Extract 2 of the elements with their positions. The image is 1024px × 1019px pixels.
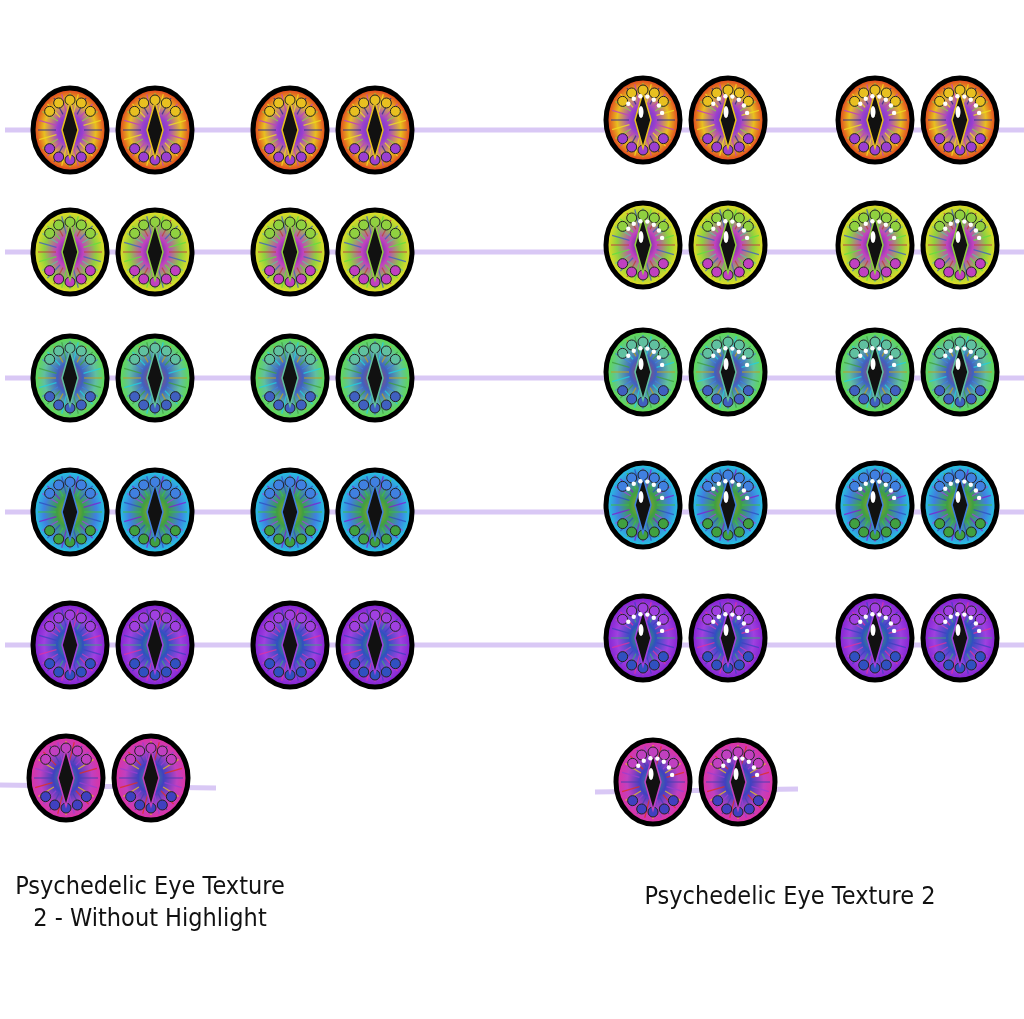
caption-text: Psychedelic Eye Texture 2 - Without Highlight (15, 870, 285, 934)
caption-text: Psychedelic Eye Texture 2 (643, 880, 937, 912)
